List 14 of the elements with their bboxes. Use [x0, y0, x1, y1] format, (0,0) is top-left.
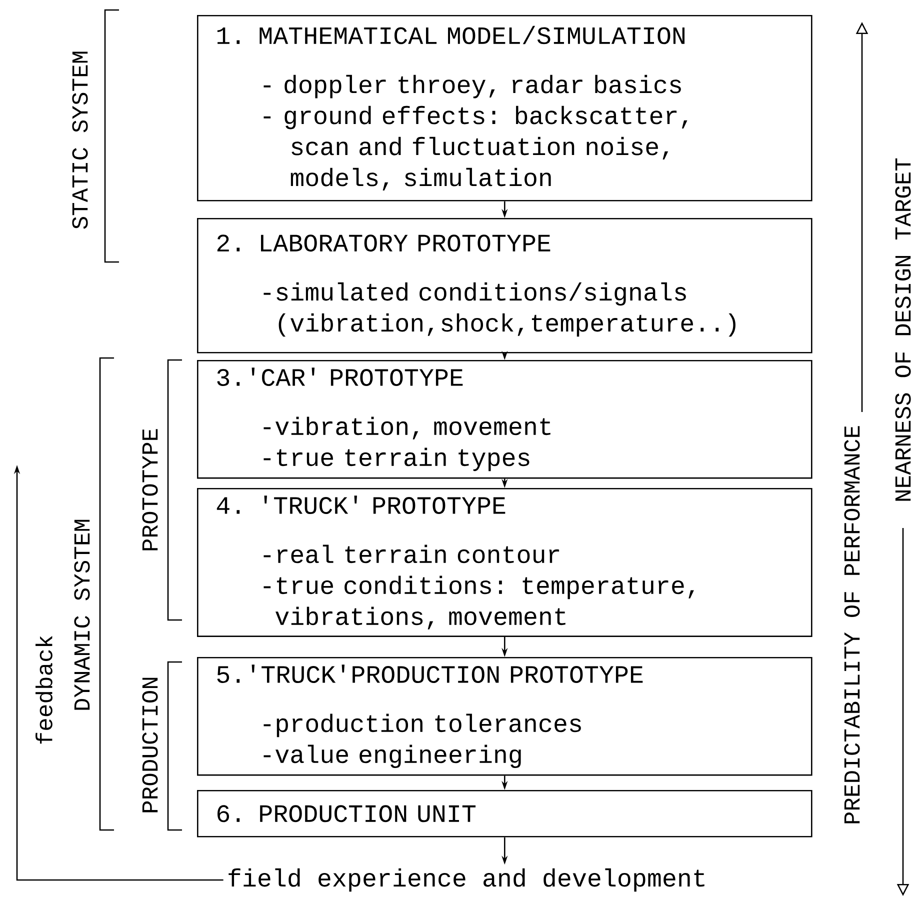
axis-label: PREDICTABILITY OF PERFORMANCE	[844, 426, 860, 824]
bracket-label: PROTOTYPE	[142, 429, 158, 550]
bracket-label: STATIC SYSTEM	[72, 52, 88, 229]
result-text: field experience and development	[228, 868, 704, 892]
process-box: 2. LABORATORY PROTOTYPE -simulated conditions/signals (vibration,shock,temperature..)	[197, 218, 812, 354]
bracket-label: PRODUCTION	[142, 678, 158, 812]
process-box: 5.'TRUCK'PRODUCTION PROTOTYPE -production tolerances -value engineering	[197, 657, 812, 776]
axis-label: NEARNESS OF DESIGN TARGET	[895, 158, 911, 501]
process-box: 1. MATHEMATICAL MODEL/SIMULATION - doppler throey, radar basics - ground effects: backscatter, scan and fluctuation noise, models, simulation	[197, 15, 812, 202]
process-box: 6. PRODUCTION UNIT	[197, 790, 812, 838]
bracket-label: DYNAMIC SYSTEM	[74, 520, 90, 710]
process-box: 4. 'TRUCK' PROTOTYPE -real terrain contour -true conditions: temperature, vibrations, movement	[197, 488, 812, 637]
process-box: 3.'CAR' PROTOTYPE -vibration, movement -true terrain types	[197, 360, 812, 479]
edge-label: feedback	[34, 632, 54, 748]
